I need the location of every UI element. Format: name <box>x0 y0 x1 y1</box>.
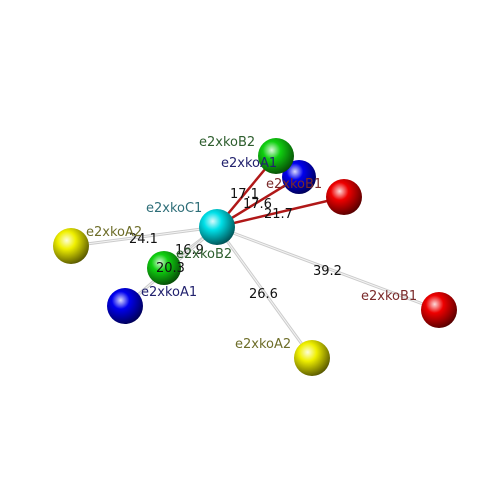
atom-A1b <box>107 288 143 324</box>
distance-label: 24.1 <box>129 232 158 247</box>
atom-label-B2b: e2xkoB2 <box>176 247 232 262</box>
distance-label: 17.1 <box>230 187 259 202</box>
bond-highlight <box>216 226 313 359</box>
atom-label-C1: e2xkoC1 <box>146 201 202 216</box>
atom-label-A2a: e2xkoA2 <box>86 225 142 240</box>
atom-B2b <box>147 251 181 285</box>
atoms-layer <box>53 138 457 376</box>
atom-label-A1a: e2xkoA1 <box>221 156 277 171</box>
atom-label-B2a: e2xkoB2 <box>199 135 255 150</box>
distance-label: 16.9 <box>175 243 204 258</box>
atom-label-A2b: e2xkoA2 <box>235 337 291 352</box>
atom-A1a <box>282 160 316 194</box>
atom-A2a <box>53 228 89 264</box>
bond-C1-B1a <box>215 195 346 229</box>
atom-label-B1a: e2xkoB1 <box>266 177 322 192</box>
distance-label: 26.6 <box>249 287 278 302</box>
distance-label: 21.7 <box>264 207 293 222</box>
atom-A2b <box>294 340 330 376</box>
atom-label-B1b: e2xkoB1 <box>361 289 417 304</box>
bond-highlight <box>70 226 218 247</box>
atom-C1 <box>199 209 235 245</box>
atom-B1b <box>421 292 457 328</box>
distance-label: 39.2 <box>313 264 342 279</box>
atom-label-A1b: e2xkoA1 <box>141 285 197 300</box>
distance-label: 20.3 <box>156 261 185 276</box>
distance-label: 17.6 <box>243 197 272 212</box>
atom-B2a <box>258 138 294 174</box>
bond-highlight <box>216 226 440 311</box>
atom-B1a <box>326 179 362 215</box>
labels-layer: 17.117.621.7 24.1 16.9 20.3 39.2 26.6 e2xkoC1 e… <box>86 135 417 352</box>
